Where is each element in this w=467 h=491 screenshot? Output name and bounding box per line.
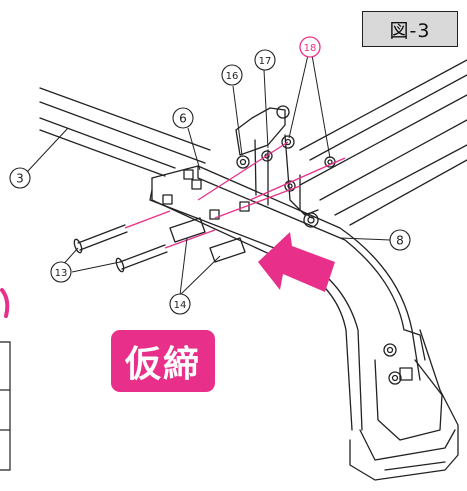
guide-lines (124, 141, 346, 249)
callout-3: 3 (9, 167, 31, 189)
svg-text:17: 17 (259, 56, 272, 67)
svg-text:14: 14 (174, 300, 187, 311)
callout-6: 6 (172, 107, 194, 129)
leader-lines (26, 54, 391, 296)
callout-18: 18 (299, 36, 321, 58)
callout-14: 14 (169, 293, 191, 315)
long-bolt (73, 224, 168, 273)
callout-17: 17 (254, 49, 276, 71)
direction-arrow (258, 232, 335, 292)
callout-8: 8 (389, 229, 411, 251)
clamp-bracket (235, 105, 319, 219)
svg-text:13: 13 (55, 268, 68, 279)
temporary-tighten-badge: 仮締 (111, 330, 215, 392)
cross-bar (299, 59, 467, 226)
foot-bolt (383, 343, 402, 385)
washer (236, 135, 336, 228)
svg-text:18: 18 (304, 43, 317, 54)
svg-text:6: 6 (179, 112, 187, 126)
svg-text:3: 3 (16, 172, 24, 186)
svg-text:16: 16 (226, 71, 239, 82)
cropped-table-fragment (0, 341, 11, 471)
roof-rail (39, 87, 211, 177)
callout-13: 13 (50, 261, 72, 283)
mount-foot (349, 329, 459, 481)
cropped-magenta-mark (0, 288, 10, 318)
callout-16: 16 (221, 64, 243, 86)
figure-label: 図-3 (362, 11, 458, 47)
spacer (169, 217, 246, 263)
svg-text:8: 8 (396, 234, 404, 248)
